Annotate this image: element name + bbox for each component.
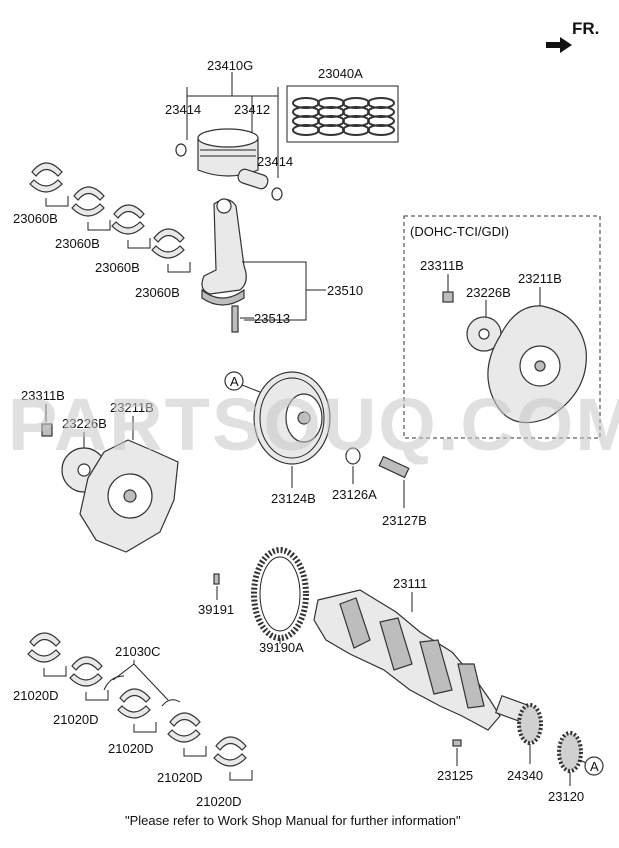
callout-a-label: A [590,759,599,774]
piston-ring-set: 23040A [286,66,399,143]
pin-icon [213,573,220,585]
label-23410G: 23410G [207,58,253,73]
label-21020D: 21020D [53,712,99,727]
main-bearing-set: 21020D 21020D 21020D 21020D 21020D 210 [13,632,253,809]
crankshaft-assembly: 23111 23125 [313,576,530,783]
label-23060B: 23060B [135,285,180,300]
callout-a-label: A [230,374,239,389]
bearing-shell-icon: 21020D [13,632,67,703]
bearing-shell-icon: 23060B [13,162,69,226]
key-icon [452,739,462,747]
bolt-icon [442,291,454,303]
sprocket-icon [517,703,543,745]
bearing-shell-icon: 23060B [55,186,111,251]
snap-ring-icon [271,187,283,201]
group-box-label: (DOHC-TCI/GDI) [410,224,509,239]
bearing-shell-icon: 21020D [157,712,207,785]
label-23124B: 23124B [271,491,316,506]
callout-a [584,756,604,776]
label-23311B: 23311B [420,258,464,273]
label-23060B: 23060B [95,260,140,275]
bearing-shell-icon: 23060B [135,228,191,300]
label-23311B: 23311B [21,388,65,403]
washer-icon [345,447,361,465]
label-23414: 23414 [257,154,293,169]
label-23127B: 23127B [382,513,427,528]
label-23513: 23513 [254,311,290,326]
connecting-rod-icon [201,198,247,295]
label-24340: 24340 [507,768,543,783]
connecting-rod-assembly: 23510 23513 [201,198,363,333]
label-23060B: 23060B [55,236,100,251]
label-21030C: 21030C [115,644,161,659]
rod-bearing-set: 23060B 23060B 23060B 23060B [13,162,191,300]
label-39191: 39191 [198,602,234,617]
ring-set-box [286,85,399,143]
label-23111: 23111 [393,576,427,591]
ring-gear-icon [251,547,309,641]
front-direction-label: FR. [572,19,599,38]
group-box [403,215,601,439]
callout-a [224,371,244,391]
label-39190A: 39190A [259,640,304,655]
label-23125: 23125 [437,768,473,783]
label-23412: 23412 [234,102,270,117]
bearing-shell-icon: 23060B [95,204,151,275]
front-arrow-icon [546,37,572,53]
label-21020D: 21020D [157,770,203,785]
label-23211B: 23211B [110,400,154,415]
label-23211B: 23211B [518,271,562,286]
piston-ring-icon [292,97,395,136]
footer-note: "Please refer to Work Shop Manual for fu… [125,813,461,828]
dohc-tci-gdi-group: (DOHC-TCI/GDI) 23311B 23226B 23211B [403,215,601,439]
label-23226B: 23226B [62,416,107,431]
sprocket-assembly: A 24340 23120 [507,703,604,804]
thrust-washer-icon [161,699,181,707]
label-23040A: 23040A [318,66,363,81]
snap-ring-icon [175,143,187,157]
drive-plate-assembly: 23311B 23211B 23226B [21,388,179,553]
rod-bolt-icon [231,305,239,333]
piston-pin-icon [237,168,269,190]
sprocket-icon [557,731,583,773]
bearing-shell-icon: 21020D [53,656,109,727]
label-21020D: 21020D [13,688,59,703]
bearing-shell-icon: 21020D [196,736,253,809]
bolt-icon [41,423,53,437]
thrust-washer-icon [103,675,125,691]
pulley-bolt-icon [378,455,410,479]
bearing-shell-icon: 21020D [108,688,157,756]
label-23510: 23510 [327,283,363,298]
label-23226B: 23226B [466,285,511,300]
label-21020D: 21020D [108,741,154,756]
front-direction-indicator: FR. [546,19,599,53]
ring-gear-assembly: 39191 39190A [198,547,309,655]
label-23126A: 23126A [332,487,377,502]
damper-pulley-assembly: A 23124B 23126A 23127B [224,371,427,528]
label-23060B: 23060B [13,211,58,226]
piston-assembly: 23410G 23414 23412 23414 [165,58,293,201]
label-23120: 23120 [548,789,584,804]
label-23414: 23414 [165,102,201,117]
label-21020D: 21020D [196,794,242,809]
watermark: PARTSOUQ.COM [8,383,619,466]
